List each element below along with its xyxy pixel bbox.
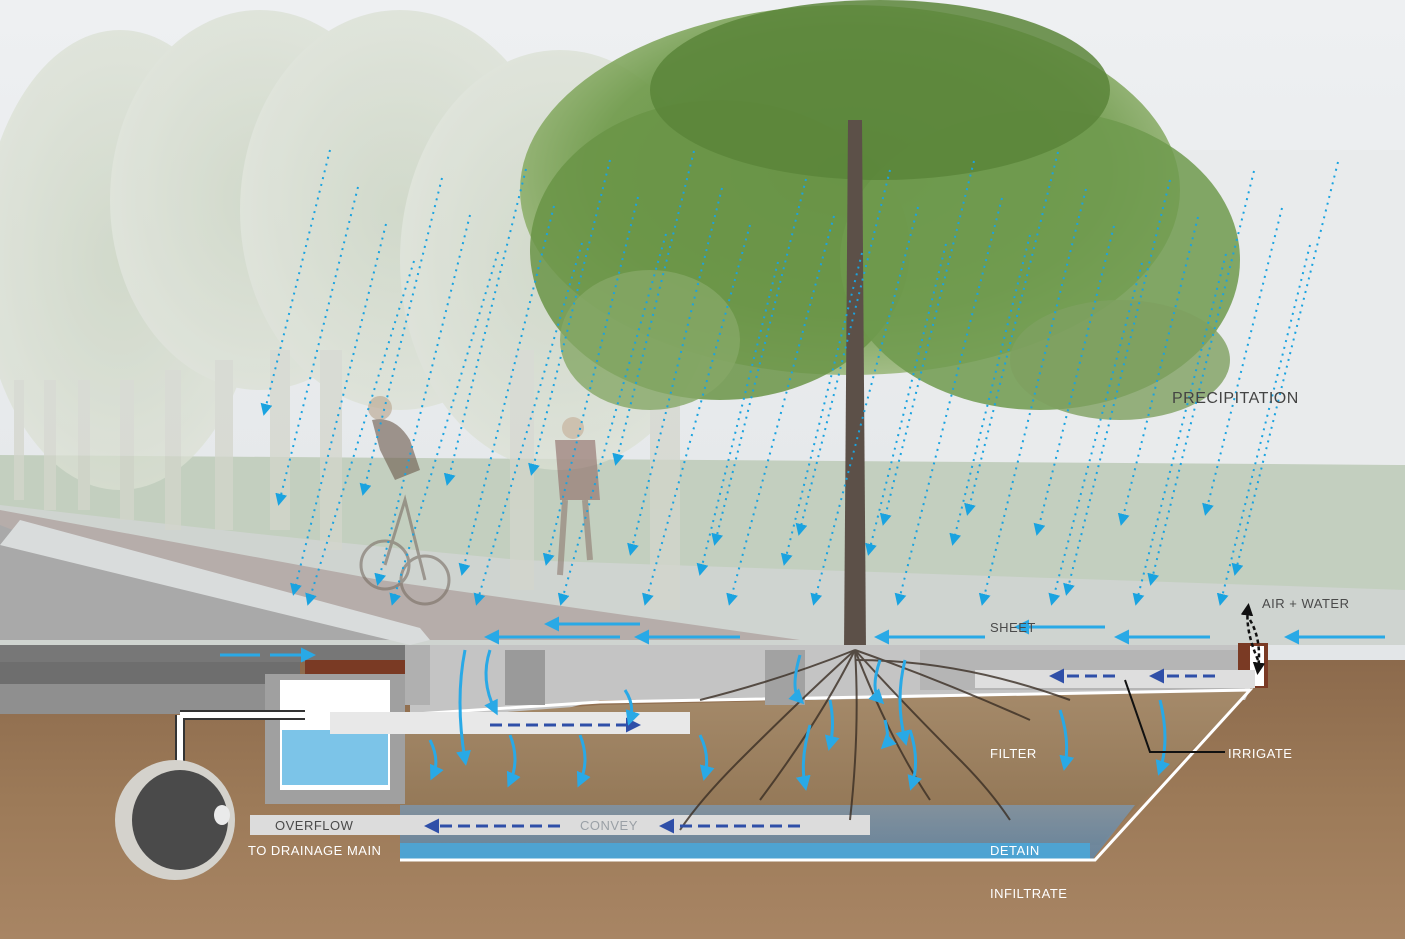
precipitation-arrow <box>810 206 919 606</box>
label-air-water: AIR + WATER <box>1262 596 1350 611</box>
precipitation-arrow <box>978 188 1087 606</box>
tree-trunk <box>844 120 866 650</box>
inflow-pipe <box>330 712 690 734</box>
detain-water-line <box>400 843 1090 860</box>
catch-basin-water <box>282 730 388 785</box>
infiltration-arrows <box>428 649 1170 791</box>
precipitation-arrow <box>1202 207 1283 516</box>
sheet-flow-arrows <box>220 616 1385 663</box>
precipitation-arrow <box>260 149 331 416</box>
label-sheet: SHEET <box>990 620 1036 635</box>
road-base-layer <box>0 662 300 684</box>
label-to-drainage-main: TO DRAINAGE MAIN <box>248 843 382 858</box>
precipitation-arrow <box>443 168 527 486</box>
cyclist-figure <box>359 396 451 606</box>
label-detain: DETAIN <box>990 843 1040 858</box>
precipitation-arrow <box>528 159 611 476</box>
curb-block-2 <box>505 650 545 705</box>
label-convey: CONVEY <box>580 818 638 833</box>
irrigate-leader-line <box>1124 679 1225 753</box>
irrigation-pipe <box>975 670 1255 688</box>
label-filter: FILTER <box>990 746 1037 761</box>
precipitation-arrow <box>557 233 667 606</box>
grate-inlet <box>305 660 405 674</box>
curb-block-1 <box>405 645 430 705</box>
pedestrian-figure <box>555 417 600 576</box>
precipitation-arrow <box>879 160 975 526</box>
precipitation-arrow <box>1216 244 1311 606</box>
precipitation-arrow <box>1117 216 1199 526</box>
precipitation-arrow <box>1063 179 1171 596</box>
precipitation-arrow <box>305 260 415 606</box>
road-subbase-layer <box>0 684 300 714</box>
label-overflow: OVERFLOW <box>275 818 354 833</box>
precipitation-arrow <box>389 251 499 606</box>
road-top <box>0 645 410 662</box>
air-water-exchange-arrows <box>1240 603 1266 675</box>
label-infiltrate: INFILTRATE <box>990 886 1068 901</box>
drainage-main-pipe <box>115 760 235 880</box>
precipitation-arrow <box>795 169 891 536</box>
precipitation-arrow <box>1231 161 1339 576</box>
pit-outline <box>399 688 1254 862</box>
subsurface-flow-arrows <box>424 668 1215 834</box>
tree-roots <box>679 649 1071 831</box>
precipitation-arrows <box>260 149 1339 606</box>
precipitation-arrow <box>1147 170 1255 586</box>
precipitation-arrow <box>473 242 583 606</box>
label-irrigate: IRRIGATE <box>1228 746 1293 761</box>
curb <box>0 520 430 645</box>
precipitation-arrow <box>275 186 359 506</box>
label-precipitation: PRECIPITATION <box>1172 390 1299 407</box>
precipitation-arrow <box>642 224 751 606</box>
